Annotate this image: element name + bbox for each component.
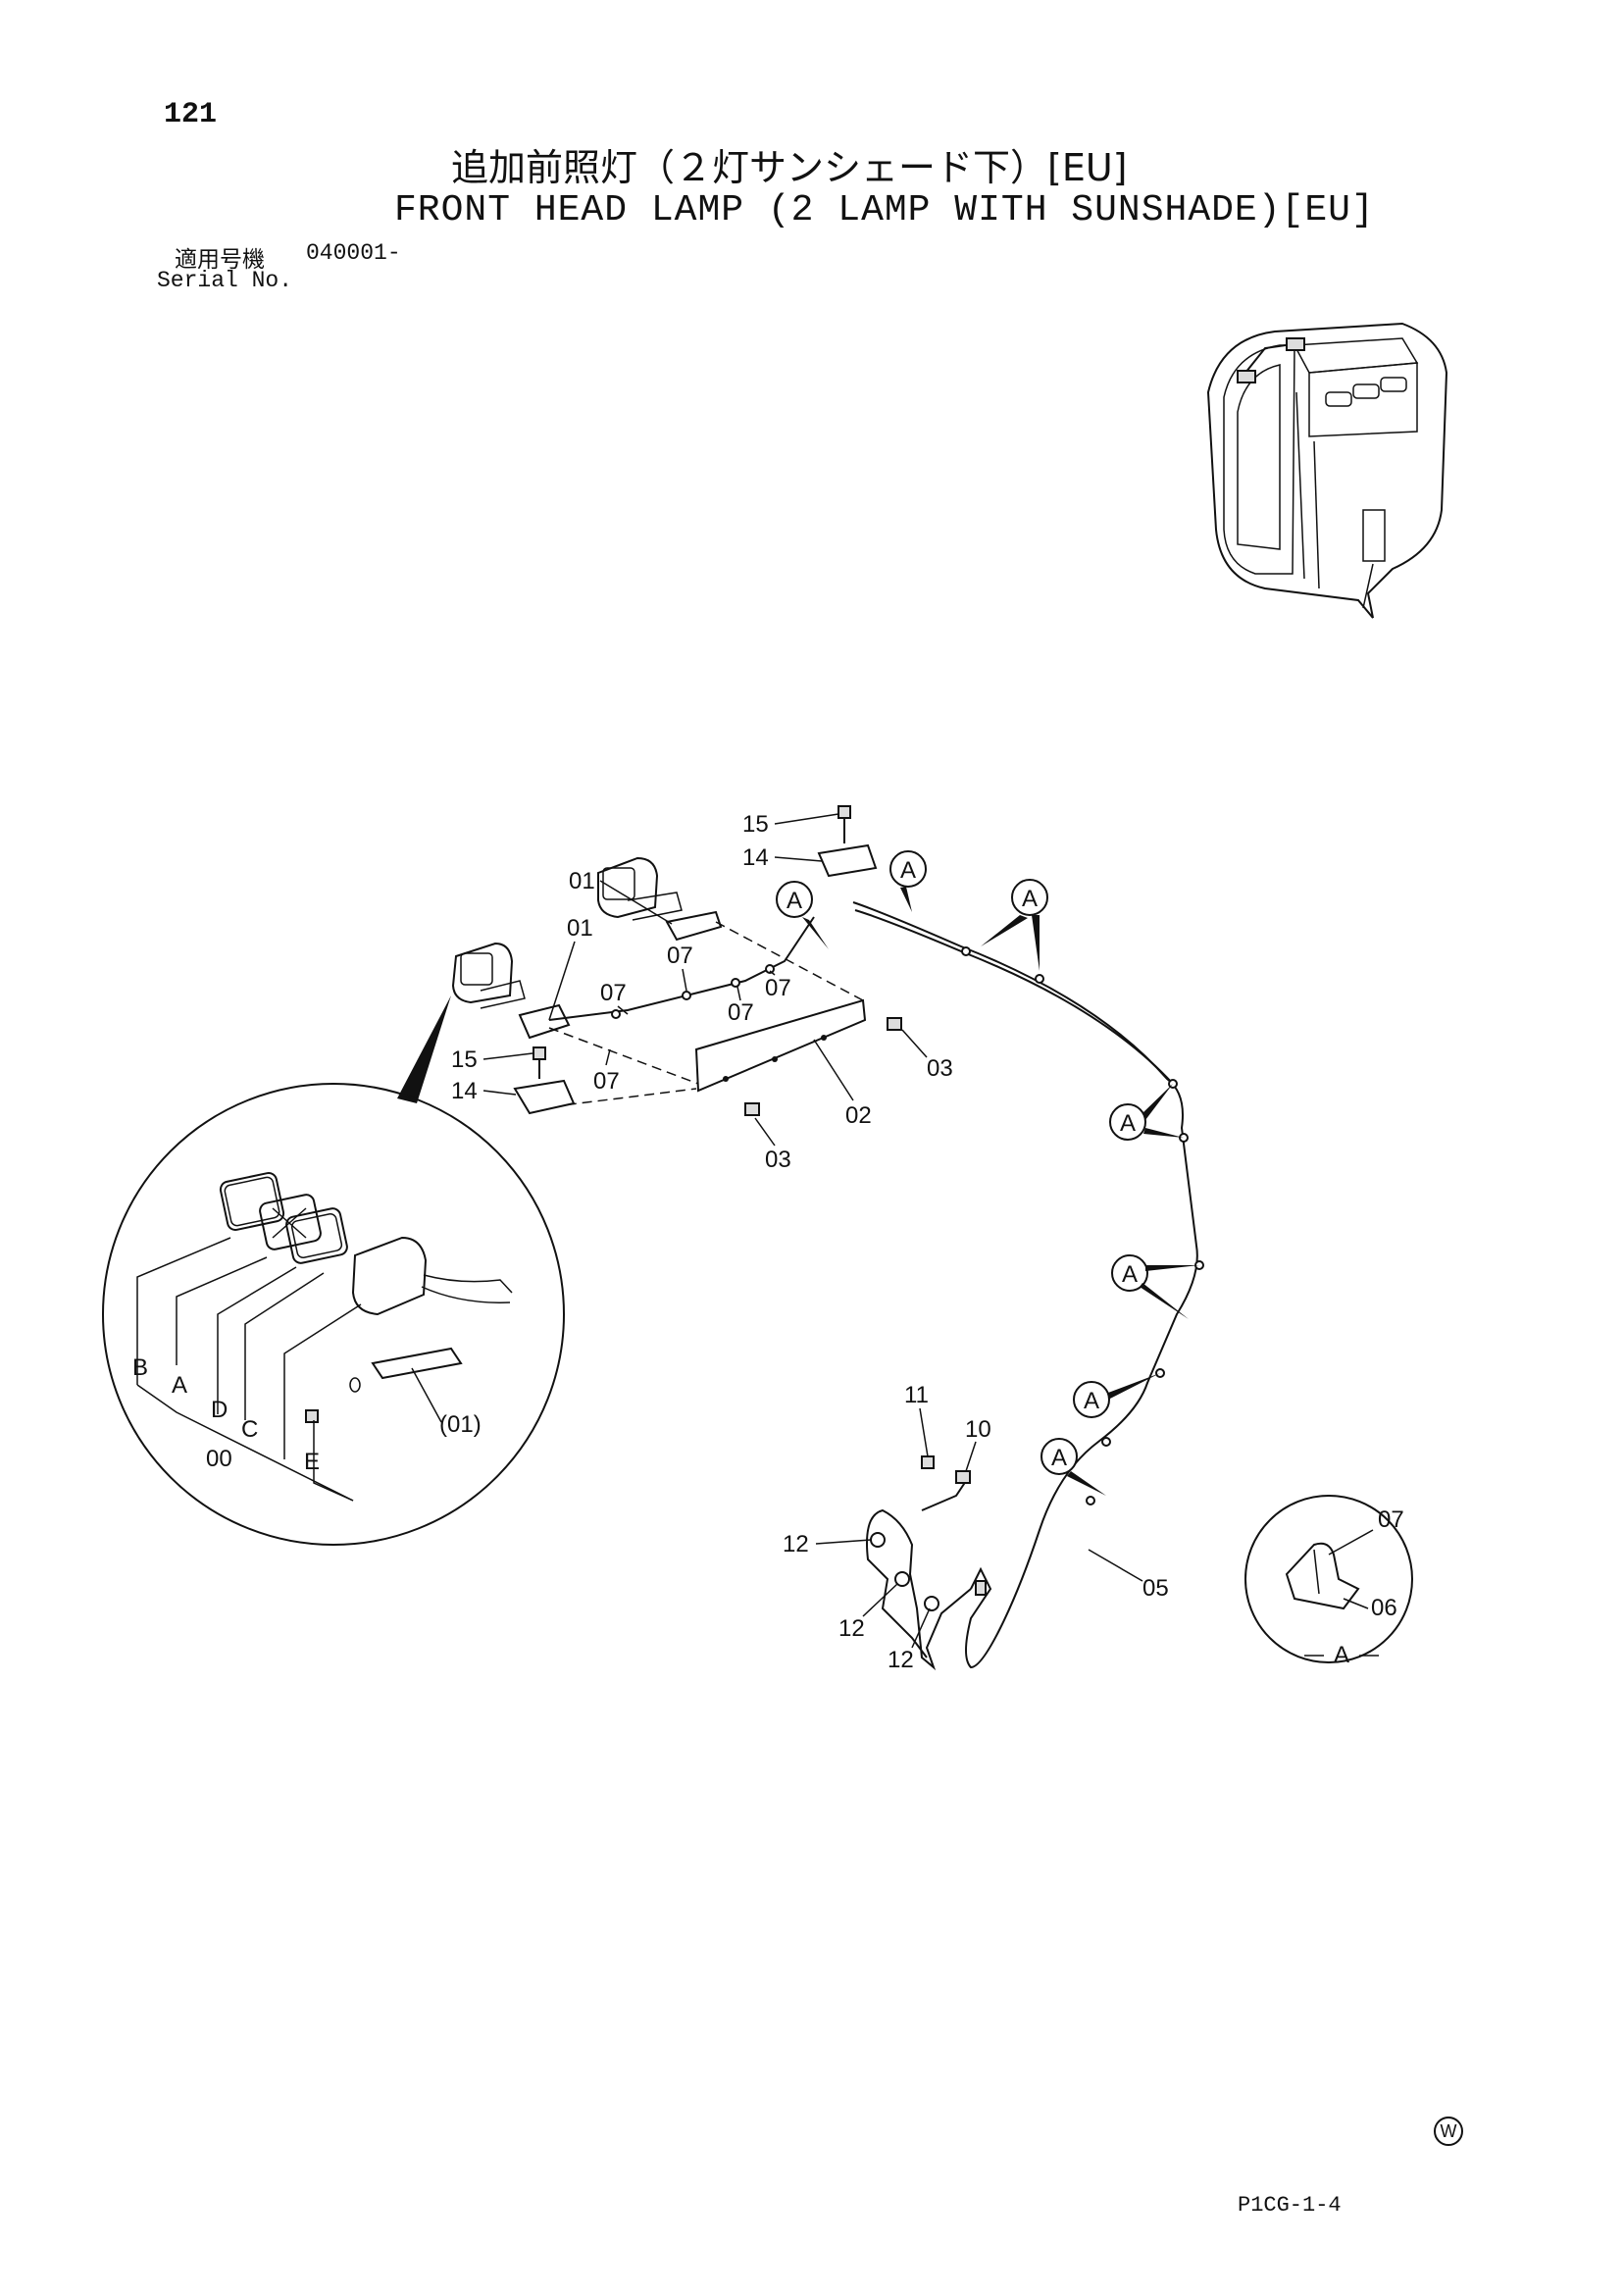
cab-illustration: [1206, 322, 1448, 619]
serial-label-english: Serial No.: [157, 268, 293, 293]
view-marker: A: [981, 879, 1048, 971]
watermark-symbol: W: [1434, 2117, 1463, 2146]
callout-07: 07: [593, 1068, 620, 1095]
callout-01: 01: [567, 915, 593, 942]
page-number: 121: [164, 98, 218, 131]
svg-text:A: A: [787, 888, 802, 914]
title-japanese: 追加前照灯（２灯サンシェード下）[EU]: [451, 146, 1128, 189]
left-head-lamp: [451, 942, 526, 1009]
callout-07: 07: [600, 980, 627, 1006]
callout-07: 07: [667, 943, 693, 969]
detail-a-label: A: [1334, 1642, 1349, 1668]
detail-label-e: E: [304, 1449, 320, 1475]
callout-12: 12: [838, 1615, 865, 1642]
right-head-lamp: [597, 856, 683, 921]
title-english: FRONT HEAD LAMP (2 LAMP WITH SUNSHADE)[E…: [394, 189, 1375, 231]
callout-01: 01: [569, 868, 595, 894]
page-code: P1CG-1-4: [1238, 2193, 1342, 2218]
plate-14-lower: [513, 1079, 576, 1115]
callout-11: 11: [904, 1382, 929, 1408]
callout-05: 05: [1142, 1575, 1169, 1602]
callout-12: 12: [888, 1647, 914, 1673]
detail-label-a: A: [172, 1372, 187, 1399]
detail-letter-labels: B A D C 00 E (01): [132, 1354, 482, 1475]
view-marker: A: [1073, 1373, 1160, 1418]
view-marker: A: [776, 881, 829, 949]
callout-14: 14: [742, 844, 769, 871]
svg-text:A: A: [1084, 1388, 1099, 1414]
detail-a-view: [1244, 1495, 1413, 1663]
detail-label-b: B: [132, 1354, 148, 1381]
view-marker: A: [1109, 1084, 1184, 1141]
detail-label-c: C: [241, 1416, 258, 1443]
callout-06: 06: [1371, 1595, 1397, 1621]
mount-bar: [694, 998, 867, 1093]
main-assembly: [451, 805, 1204, 1671]
serial-value: 040001-: [306, 240, 401, 266]
callout-03: 03: [927, 1055, 953, 1082]
view-marker: A: [1040, 1438, 1106, 1496]
svg-text:A: A: [1120, 1110, 1136, 1137]
svg-text:A: A: [1122, 1261, 1138, 1288]
view-marker: A: [1111, 1254, 1199, 1319]
view-marker: A: [889, 850, 927, 912]
svg-text:A: A: [1051, 1445, 1067, 1471]
bracket-right: [665, 910, 723, 942]
view-markers: A A A A A A: [776, 850, 1199, 1496]
plate-14-upper: [817, 843, 878, 878]
bracket-left: [518, 1003, 571, 1040]
callout-15: 15: [451, 1046, 478, 1073]
callout-14: 14: [451, 1078, 478, 1104]
callout-07: 07: [1378, 1506, 1404, 1533]
detail-label-d: D: [211, 1397, 228, 1423]
callout-07: 07: [728, 999, 754, 1026]
lamp-detail-view: [102, 995, 565, 1546]
callout-07: 07: [765, 975, 791, 1001]
callout-02: 02: [845, 1102, 872, 1129]
callout-15: 15: [742, 811, 769, 838]
svg-text:A: A: [900, 857, 916, 884]
serial-label-japanese: 適用号機: [175, 247, 265, 273]
callout-12: 12: [783, 1531, 809, 1557]
callout-10: 10: [965, 1416, 991, 1443]
callout-labels: 15 14 01 01 07 07 07 07 07 15 14 03 03 0…: [451, 811, 1404, 1673]
callout-03: 03: [765, 1147, 791, 1173]
detail-label-00: 00: [206, 1446, 232, 1472]
detail-label-01: (01): [439, 1411, 482, 1438]
svg-text:A: A: [1022, 886, 1038, 912]
